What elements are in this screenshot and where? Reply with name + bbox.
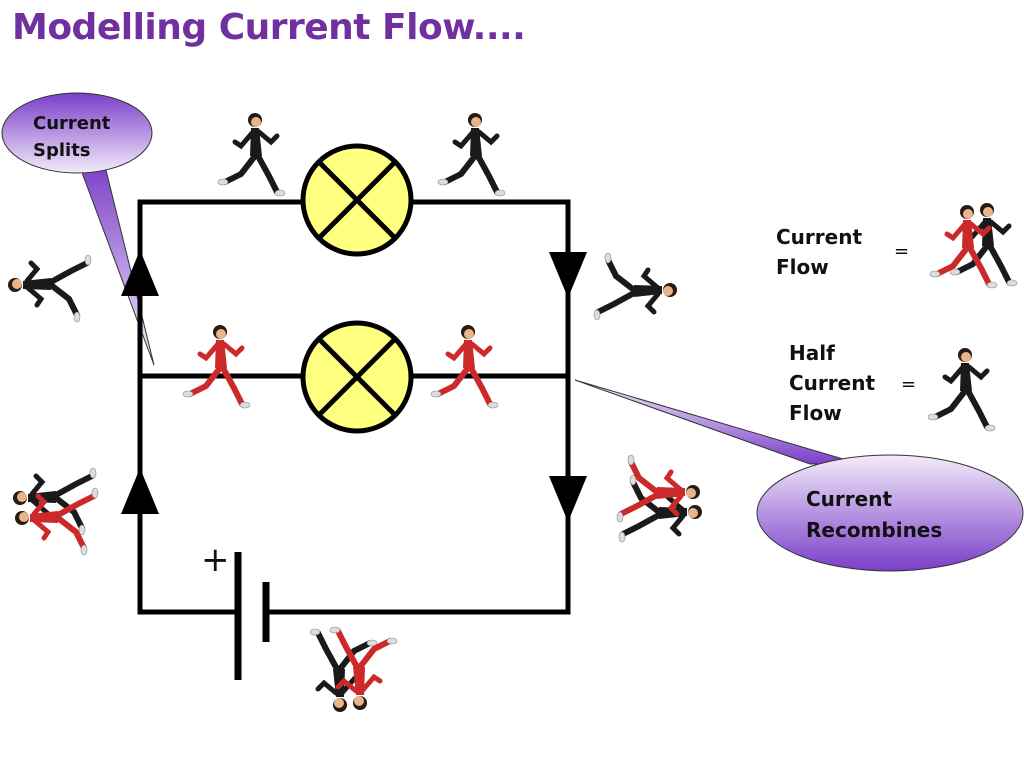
runner-top-left-icon xyxy=(217,113,286,197)
runner-top-right-icon xyxy=(437,113,506,197)
legend-current-line-1: Current xyxy=(776,225,863,249)
runner-mid-right-icon xyxy=(430,325,499,409)
lamp-middle-icon xyxy=(300,320,414,434)
runner-legend-single-icon xyxy=(927,348,996,432)
callout-splits-bubble xyxy=(1,92,153,174)
legend-half-line-2: Current xyxy=(789,371,876,395)
arrow-up-left-upper-icon xyxy=(121,250,159,296)
callout-splits-text: Current Splits xyxy=(33,110,110,164)
callout-splits-line-2: Splits xyxy=(33,140,91,161)
callout-current-recombines xyxy=(574,379,1024,572)
arrow-down-right-upper-icon xyxy=(549,252,587,298)
runner-left-lower-pair-icon xyxy=(13,467,99,556)
legend-current-flow-label: Current Flow xyxy=(776,222,862,282)
callout-recombines-bubble xyxy=(756,454,1024,572)
legend-half-current-flow-label: Half Current Flow xyxy=(789,338,875,428)
runner-right-lower-pair-icon xyxy=(616,454,702,543)
runner-mid-left-icon xyxy=(182,325,251,409)
battery-positive-sign: + xyxy=(201,540,230,580)
runner-left-upper-icon xyxy=(8,254,92,323)
callout-current-splits xyxy=(1,92,155,366)
arrow-down-right-lower-icon xyxy=(549,476,587,522)
page-title: Modelling Current Flow.... xyxy=(12,7,526,48)
runner-legend-pair-icon xyxy=(929,203,1018,289)
legend-half-equals: = xyxy=(901,374,917,395)
legend-current-equals: = xyxy=(894,241,910,262)
lamp-top-icon xyxy=(300,143,414,257)
callout-recombines-line-2: Recombines xyxy=(806,518,943,542)
legend-current-line-2: Flow xyxy=(776,255,829,279)
callout-recombines-text: Current Recombines xyxy=(806,484,942,546)
runner-right-upper-icon xyxy=(593,252,677,321)
arrow-up-left-lower-icon xyxy=(121,468,159,514)
callout-splits-line-1: Current xyxy=(33,113,111,134)
battery-cell xyxy=(234,552,270,680)
callout-recombines-line-1: Current xyxy=(806,487,893,511)
runner-bottom-pair-icon xyxy=(309,626,398,712)
legend-half-line-1: Half xyxy=(789,341,835,365)
legend-half-line-3: Flow xyxy=(789,401,842,425)
